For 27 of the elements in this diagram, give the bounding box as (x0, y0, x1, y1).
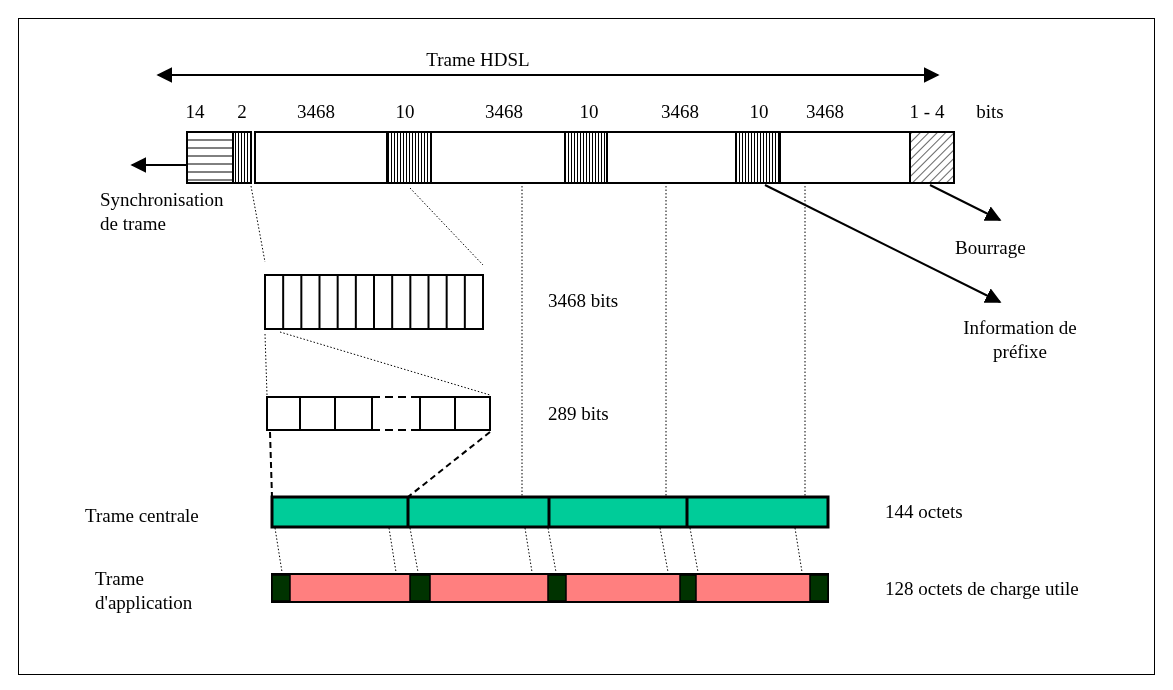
unit-label: bits (976, 100, 1004, 124)
callout-text: Synchronisation de trame (100, 188, 230, 236)
field-size: 3468 (297, 100, 335, 124)
field-size: 10 (579, 100, 599, 124)
field-size: 14 (185, 100, 205, 124)
field-size: 10 (749, 100, 769, 124)
field-size: 3468 (661, 100, 699, 124)
arrow (764, 184, 1002, 303)
field-size: 2 (237, 100, 247, 124)
callout-text: Bourrage (955, 236, 1026, 260)
striped-segment (735, 131, 781, 184)
callout-text: Information de préfixe (945, 316, 1095, 364)
bit-count: 289 bits (548, 402, 609, 426)
field-size: 10 (395, 100, 415, 124)
field-size: 1 - 4 (909, 100, 945, 124)
frame-size: 128 octets de charge utile (885, 577, 1079, 601)
field-size: 3468 (806, 100, 844, 124)
arrow (130, 157, 188, 173)
frame-name: Trame centrale (85, 504, 200, 528)
frame-size: 144 octets (885, 500, 963, 524)
frame-name: Trame d'application (95, 567, 194, 615)
field-size: 3468 (485, 100, 523, 124)
dimension-label: Trame HDSL (426, 48, 530, 72)
hatched-segment (909, 131, 955, 184)
arrow (929, 184, 1002, 221)
striped-segment (186, 131, 234, 184)
bit-count: 3468 bits (548, 289, 619, 313)
